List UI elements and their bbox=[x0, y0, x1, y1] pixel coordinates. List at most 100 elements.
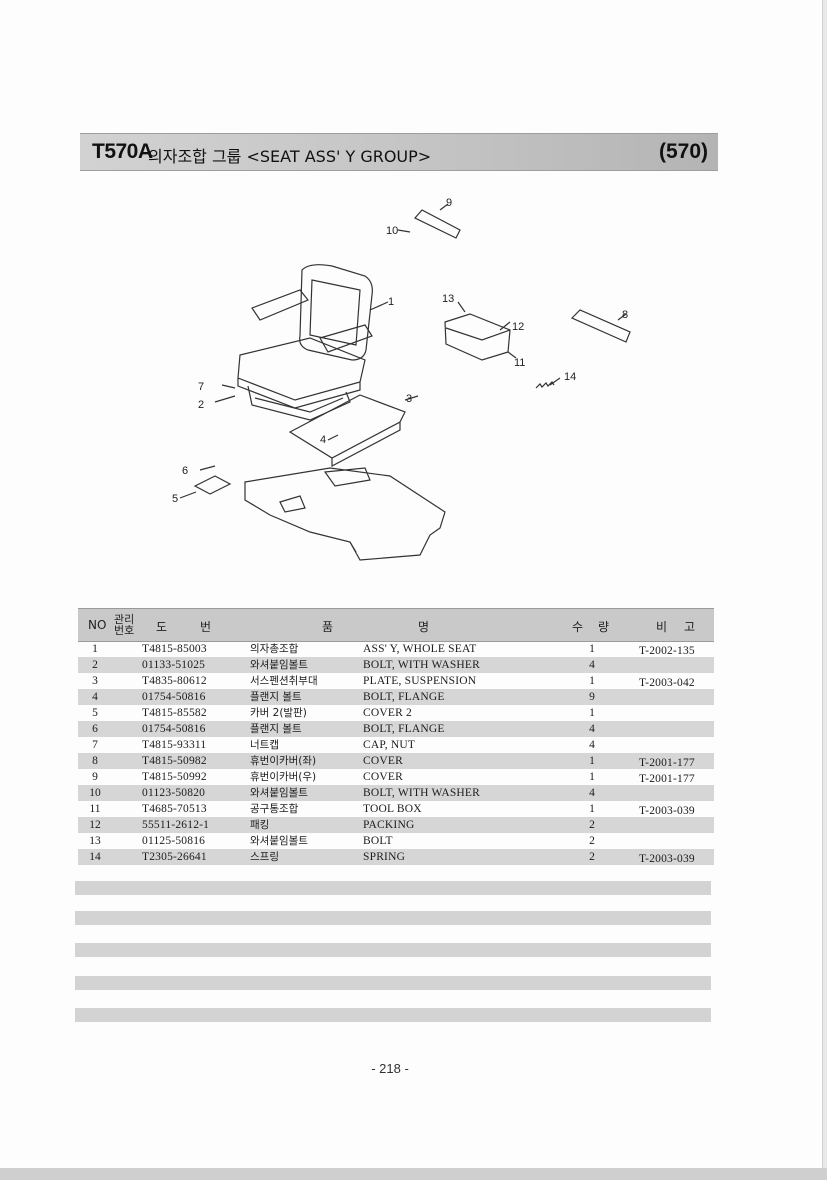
cell-part-number: 01123-50820 bbox=[142, 787, 206, 799]
cell-no: 11 bbox=[89, 803, 101, 815]
cover-2 bbox=[193, 475, 232, 495]
cell-english-name: COVER 2 bbox=[363, 707, 413, 719]
table-row: 9 T4815-50992 휴번이카버(우) COVER 1 T-2001-177 bbox=[78, 769, 714, 785]
cell-korean-name: 의자총조합 bbox=[250, 643, 299, 655]
callout-7: 7 bbox=[198, 381, 204, 393]
cell-korean-name: 와셔붙임볼트 bbox=[250, 787, 308, 799]
cell-korean-name: 휴번이카버(우) bbox=[250, 771, 317, 783]
cell-korean-name: 공구통조합 bbox=[250, 803, 299, 815]
callout-4: 4 bbox=[320, 434, 326, 446]
cell-english-name: COVER bbox=[363, 755, 403, 767]
backrest-inner bbox=[309, 279, 361, 346]
cell-part-number: T4815-85582 bbox=[142, 707, 207, 719]
cell-remark: T-2003-039 bbox=[639, 853, 695, 865]
header-mgmt-no-bottom: 번호 bbox=[114, 624, 135, 637]
header-drawing-no-1: 도 bbox=[156, 620, 168, 634]
cell-part-number: T2305-26641 bbox=[142, 851, 207, 863]
floor-cover-slot bbox=[279, 495, 306, 513]
cell-part-number: 01125-50816 bbox=[142, 835, 206, 847]
cell-korean-name: 와셔붙임볼트 bbox=[250, 835, 308, 847]
callout-6: 6 bbox=[182, 465, 188, 477]
callout-12: 12 bbox=[512, 321, 524, 333]
floor-bracket bbox=[349, 541, 357, 553]
seat-backrest bbox=[299, 264, 373, 361]
cell-part-number: T4815-50992 bbox=[142, 771, 207, 783]
callout-3: 3 bbox=[406, 393, 412, 405]
cell-no: 1 bbox=[92, 643, 98, 655]
cell-no: 5 bbox=[92, 707, 98, 719]
blank-row-band bbox=[75, 943, 711, 957]
cell-quantity: 4 bbox=[589, 723, 595, 735]
cell-part-number: 01754-50816 bbox=[142, 691, 206, 703]
cell-part-number: T4815-85003 bbox=[142, 643, 207, 655]
cell-english-name: PLATE, SUSPENSION bbox=[363, 675, 477, 687]
header-mgmt-no: 관리 번호 bbox=[114, 614, 134, 636]
cell-remark: T-2001-177 bbox=[639, 773, 695, 785]
cell-korean-name: 와셔붙임볼트 bbox=[250, 659, 308, 671]
cell-no: 3 bbox=[92, 675, 98, 687]
callout-11: 11 bbox=[514, 357, 525, 369]
cell-part-number: 01133-51025 bbox=[142, 659, 206, 671]
cell-quantity: 2 bbox=[589, 851, 595, 863]
floor-cover-opening bbox=[323, 467, 371, 487]
callout-5: 5 bbox=[172, 493, 178, 505]
cell-korean-name: 플랜지 볼트 bbox=[250, 691, 302, 703]
cell-quantity: 2 bbox=[589, 819, 595, 831]
cell-quantity: 9 bbox=[589, 691, 595, 703]
cell-english-name: BOLT bbox=[363, 835, 393, 847]
group-title: 의자조합 그룹 <SEAT ASS' Y GROUP> bbox=[148, 147, 432, 166]
group-code: T570A bbox=[92, 140, 153, 163]
cell-english-name: BOLT, FLANGE bbox=[363, 723, 445, 735]
header-remark-2: 고 bbox=[684, 620, 696, 634]
tool-box bbox=[444, 313, 511, 361]
cell-quantity: 1 bbox=[589, 707, 595, 719]
cell-no: 7 bbox=[92, 739, 98, 751]
callout-10: 10 bbox=[386, 225, 398, 237]
blank-row-band bbox=[75, 911, 711, 925]
cell-quantity: 1 bbox=[589, 643, 595, 655]
cell-part-number: T4815-50982 bbox=[142, 755, 207, 767]
cell-korean-name: 패킹 bbox=[250, 819, 270, 831]
cell-quantity: 1 bbox=[589, 771, 595, 783]
cell-english-name: BOLT, WITH WASHER bbox=[363, 659, 481, 671]
seat-cushion bbox=[237, 337, 366, 401]
tool-box-lid bbox=[445, 327, 511, 341]
cell-no: 12 bbox=[89, 819, 101, 831]
callout-8: 8 bbox=[622, 309, 628, 321]
scan-edge bbox=[0, 1168, 827, 1180]
parts-table-header: NO 관리 번호 도 번 품 명 수 량 비 고 bbox=[78, 608, 714, 642]
header-qty-1: 수 bbox=[572, 620, 584, 634]
callout-2: 2 bbox=[198, 399, 204, 411]
cell-no: 8 bbox=[92, 755, 98, 767]
cell-no: 10 bbox=[89, 787, 101, 799]
cell-english-name: COVER bbox=[363, 771, 403, 783]
left-armrest bbox=[251, 289, 309, 321]
callout-13: 13 bbox=[442, 293, 454, 305]
cell-quantity: 1 bbox=[589, 755, 595, 767]
suspension-plate bbox=[288, 394, 406, 459]
cell-quantity: 4 bbox=[589, 739, 595, 751]
cushion-side bbox=[237, 378, 361, 409]
cell-quantity: 1 bbox=[589, 803, 595, 815]
header-name-2: 명 bbox=[418, 620, 430, 634]
cell-english-name: BOLT, FLANGE bbox=[363, 691, 445, 703]
group-number: (570) bbox=[659, 140, 709, 163]
suspension-plate-edge bbox=[331, 422, 401, 467]
callout-14: 14 bbox=[564, 371, 576, 383]
cell-no: 9 bbox=[92, 771, 98, 783]
cell-korean-name: 서스펜션취부대 bbox=[250, 675, 318, 687]
cell-quantity: 2 bbox=[589, 835, 595, 847]
header-qty-2: 량 bbox=[598, 620, 610, 634]
seat-suspension bbox=[247, 385, 351, 421]
blank-row-band bbox=[75, 1008, 711, 1022]
cell-english-name: CAP, NUT bbox=[363, 739, 416, 751]
